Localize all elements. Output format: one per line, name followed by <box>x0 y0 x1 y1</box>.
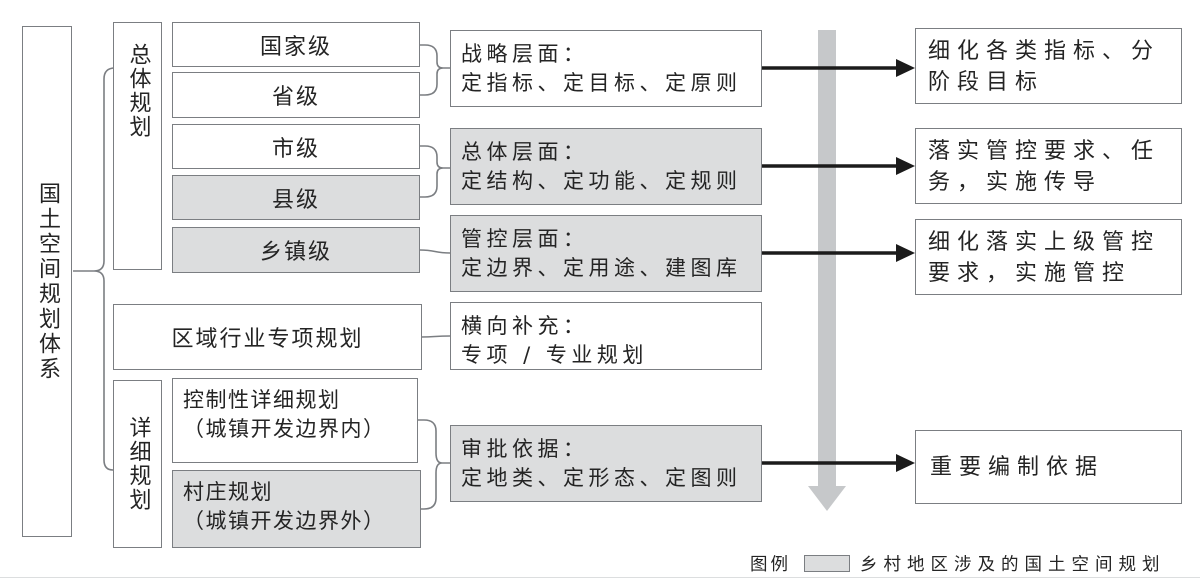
middle-box-title: 战略层面： <box>461 42 589 66</box>
brace-root <box>73 67 116 471</box>
result-text: 细化落实上级管控要求，实施管控 <box>928 230 1161 286</box>
line-township <box>419 249 451 254</box>
group-overall-box: 总体规划 <box>113 22 162 270</box>
level-box-provincial: 省级 <box>172 72 420 118</box>
brace-national-provincial <box>420 44 450 96</box>
regional-special-plan-label: 区域行业专项规划 <box>171 327 364 352</box>
detailed-box-line2: （城镇开发边界外） <box>183 509 386 533</box>
level-box-national: 国家级 <box>172 22 420 67</box>
level-label: 省级 <box>271 85 320 110</box>
middle-box-detail: 定地类、定形态、定图则 <box>461 466 742 490</box>
root-label: 国土空间规划体系 <box>35 181 60 382</box>
result-box-implementation: 落实管控要求、任务，实施传导 <box>915 128 1182 204</box>
middle-box-strategic: 战略层面： 定指标、定目标、定原则 <box>450 30 762 107</box>
level-box-city: 市级 <box>172 124 420 169</box>
middle-box-control: 管控层面： 定边界、定用途、建图库 <box>450 215 762 292</box>
middle-box-detail: 定结构、定功能、定规则 <box>461 169 742 193</box>
level-label: 县级 <box>271 187 320 213</box>
result-text: 落实管控要求、任务，实施传导 <box>928 139 1161 195</box>
detailed-box-line2: （城镇开发边界内） <box>183 417 386 441</box>
detailed-box-line1: 控制性详细规划 <box>183 388 341 412</box>
detailed-box-village: 村庄规划 （城镇开发边界外） <box>172 470 421 548</box>
middle-box-title: 管控层面： <box>461 227 589 251</box>
group-detailed-box: 详细规划 <box>113 380 162 548</box>
middle-box-detail: 专项 / 专业规划 <box>461 343 648 367</box>
middle-box-title: 总体层面： <box>461 140 589 164</box>
brace-city-county <box>420 145 450 198</box>
middle-box-overall: 总体层面： 定结构、定功能、定规则 <box>450 128 762 205</box>
result-box-refinement: 细化落实上级管控要求，实施管控 <box>915 219 1182 295</box>
level-box-county: 县级 <box>172 175 420 220</box>
brace-detailed <box>418 419 450 510</box>
result-box-indicators: 细化各类指标、分阶段目标 <box>915 28 1182 104</box>
legend-swatch <box>804 555 850 572</box>
result-text: 细化各类指标、分阶段目标 <box>928 39 1161 95</box>
middle-box-detail: 定边界、定用途、建图库 <box>461 256 742 280</box>
group-overall-label: 总体规划 <box>125 43 151 139</box>
legend-title: 图例 <box>750 555 791 575</box>
level-label: 国家级 <box>259 34 332 60</box>
level-box-township: 乡镇级 <box>172 227 420 273</box>
legend-label: 乡村地区涉及的国土空间规划 <box>860 555 1166 575</box>
middle-box-horizontal: 横向补充： 专项 / 专业规划 <box>450 302 762 370</box>
level-label: 市级 <box>271 136 320 162</box>
vertical-flow-arrow <box>808 30 846 511</box>
arrow-control <box>762 244 915 262</box>
arrow-overall <box>762 157 915 175</box>
middle-box-title: 审批依据： <box>461 437 589 461</box>
result-box-basis: 重要编制依据 <box>915 430 1182 504</box>
middle-box-approval: 审批依据： 定地类、定形态、定图则 <box>450 425 762 502</box>
regional-special-plan-box: 区域行业专项规划 <box>113 304 422 370</box>
middle-box-detail: 定指标、定目标、定原则 <box>461 71 742 95</box>
root-box: 国土空间规划体系 <box>22 26 72 537</box>
detailed-box-line1: 村庄规划 <box>183 480 273 504</box>
bottom-rule <box>0 577 1200 578</box>
result-text: 重要编制依据 <box>930 454 1105 480</box>
middle-box-title: 横向补充： <box>461 314 589 338</box>
line-regional <box>420 335 451 338</box>
level-label: 乡镇级 <box>259 240 332 265</box>
group-detailed-label: 详细规划 <box>125 416 151 512</box>
arrow-strategic <box>762 59 915 77</box>
detailed-box-regulatory: 控制性详细规划 （城镇开发边界内） <box>172 378 418 463</box>
arrow-approval <box>762 454 915 472</box>
